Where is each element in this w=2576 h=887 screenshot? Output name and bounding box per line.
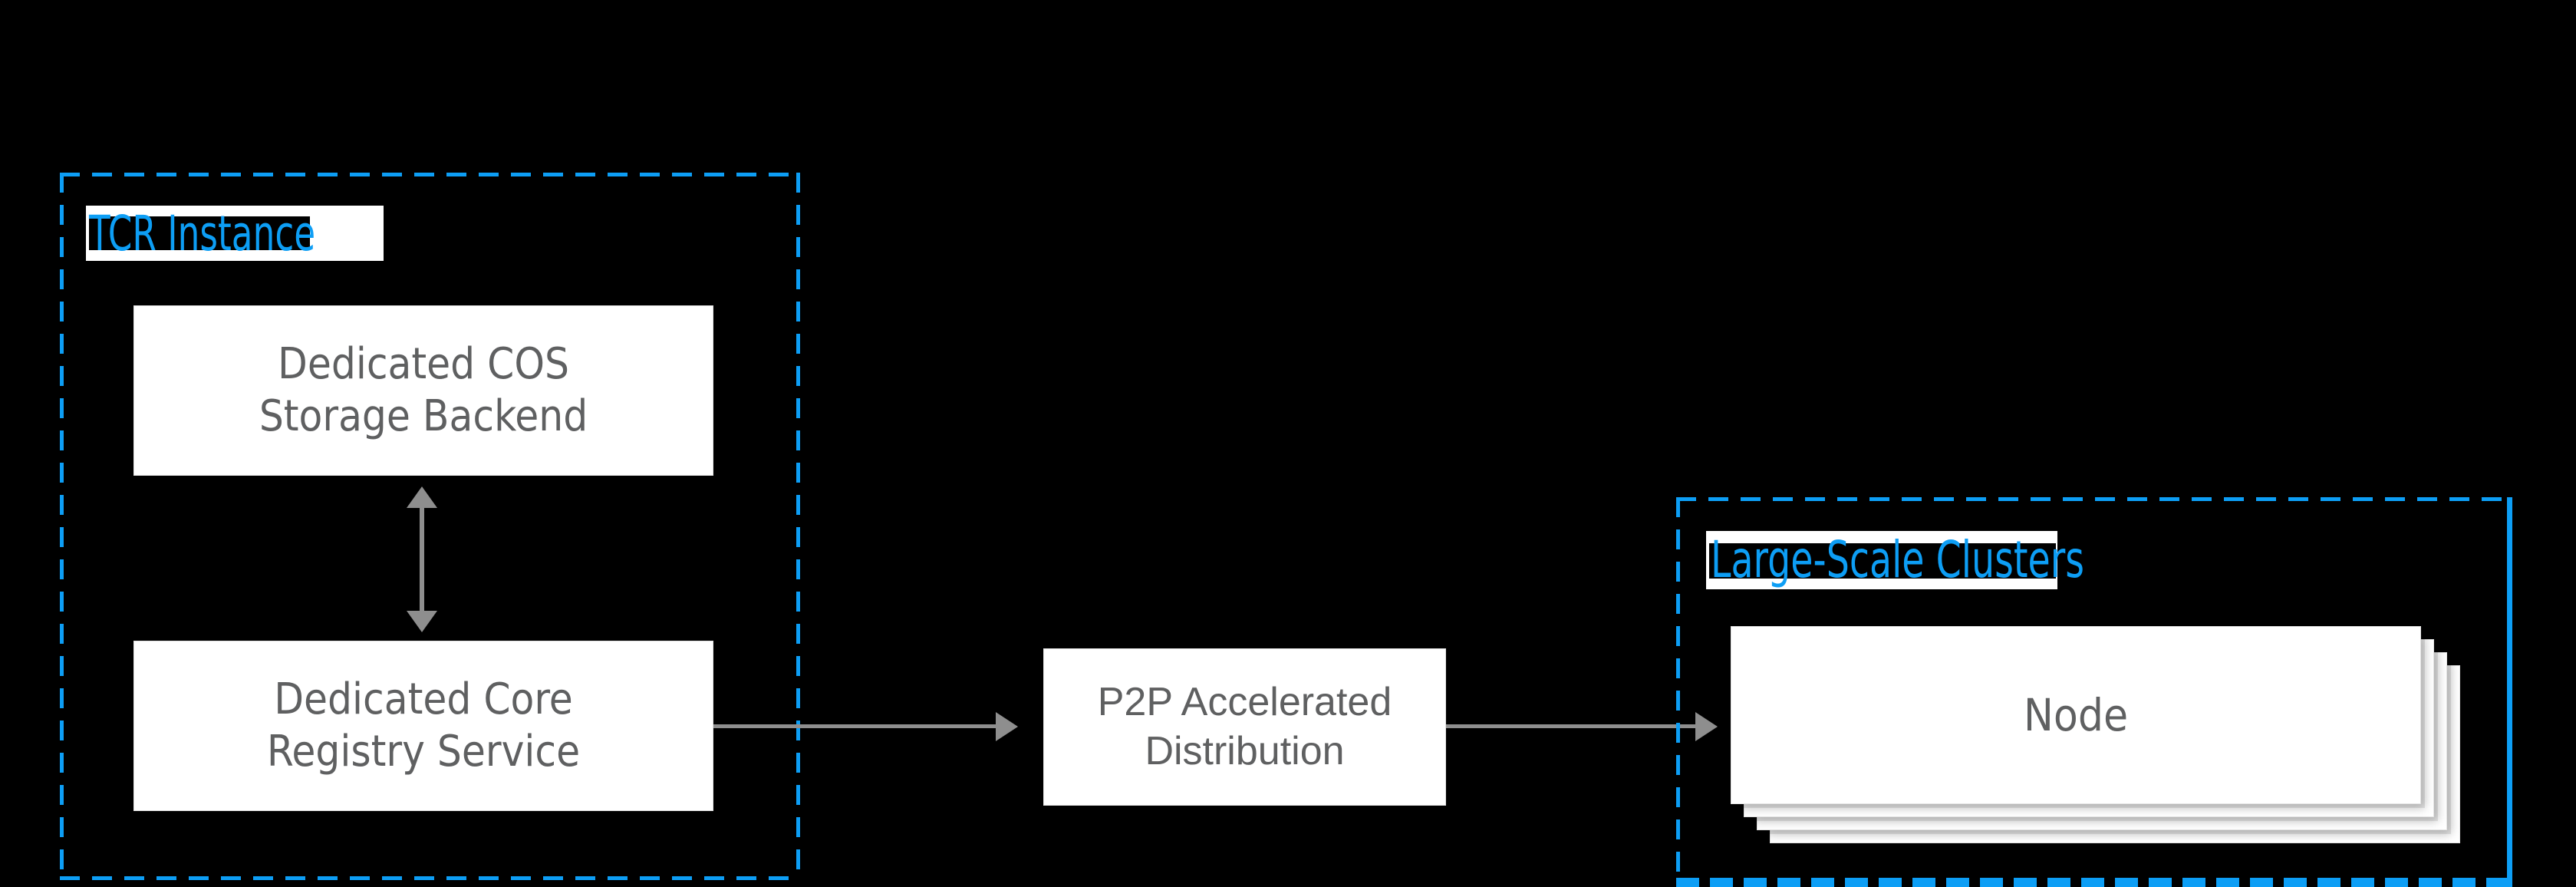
node-stack[interactable]: Node bbox=[1731, 626, 2498, 872]
connector-cos-registry-link bbox=[399, 486, 460, 632]
connector-p2p-node-link bbox=[1446, 711, 1738, 742]
card-line-1: Dedicated COS bbox=[278, 338, 569, 389]
group-label-tcr-instance: TCR Instance bbox=[86, 206, 384, 261]
group-border-left bbox=[1676, 497, 1680, 887]
card-dedicated-core-registry-service[interactable]: Dedicated Core Registry Service bbox=[133, 641, 713, 811]
card-line-1: Dedicated Core bbox=[274, 674, 573, 724]
card-line-2: Storage Backend bbox=[259, 391, 588, 441]
label-highlight-band bbox=[89, 216, 310, 250]
group-border-right bbox=[2507, 497, 2512, 887]
card-label: Dedicated Core Registry Service bbox=[259, 674, 588, 779]
node-card-label: Node bbox=[2023, 689, 2129, 741]
arrowhead-right bbox=[996, 712, 1018, 741]
group-border-top bbox=[60, 173, 800, 176]
group-label-text: Large-Scale Clusters bbox=[1711, 530, 2084, 589]
group-border-top bbox=[1676, 497, 2512, 501]
group-border-left bbox=[60, 173, 64, 880]
arrowhead-right bbox=[1695, 712, 1718, 741]
connector-shaft bbox=[1446, 724, 1699, 728]
group-large-scale-clusters[interactable] bbox=[1676, 497, 2512, 887]
connector-shaft bbox=[713, 724, 1000, 728]
group-border-bottom bbox=[1676, 878, 2512, 887]
card-line-1: P2P Accelerated bbox=[1097, 680, 1392, 725]
card-label: P2P Accelerated Distribution bbox=[1090, 678, 1400, 776]
connector-shaft bbox=[420, 506, 424, 612]
group-border-bottom bbox=[60, 876, 800, 880]
card-line-2: Distribution bbox=[1145, 728, 1345, 773]
card-label: Dedicated COS Storage Backend bbox=[252, 338, 595, 444]
connector-registry-p2p-link bbox=[713, 711, 1020, 742]
group-border-right bbox=[796, 173, 800, 880]
arrowhead-down bbox=[407, 611, 437, 632]
card-line-2: Registry Service bbox=[266, 727, 581, 777]
group-label-large-scale-clusters: Large-Scale Clusters bbox=[1706, 531, 2084, 589]
arrowhead-up bbox=[407, 486, 437, 508]
group-label-text: TCR Instance bbox=[89, 205, 316, 262]
node-stack-card-front[interactable]: Node bbox=[1731, 626, 2421, 804]
label-highlight-band bbox=[1709, 543, 2056, 579]
group-tcr-instance[interactable] bbox=[60, 173, 800, 880]
card-dedicated-cos-storage-backend[interactable]: Dedicated COS Storage Backend bbox=[133, 305, 713, 476]
card-p2p-accelerated-distribution[interactable]: P2P Accelerated Distribution bbox=[1043, 648, 1446, 806]
